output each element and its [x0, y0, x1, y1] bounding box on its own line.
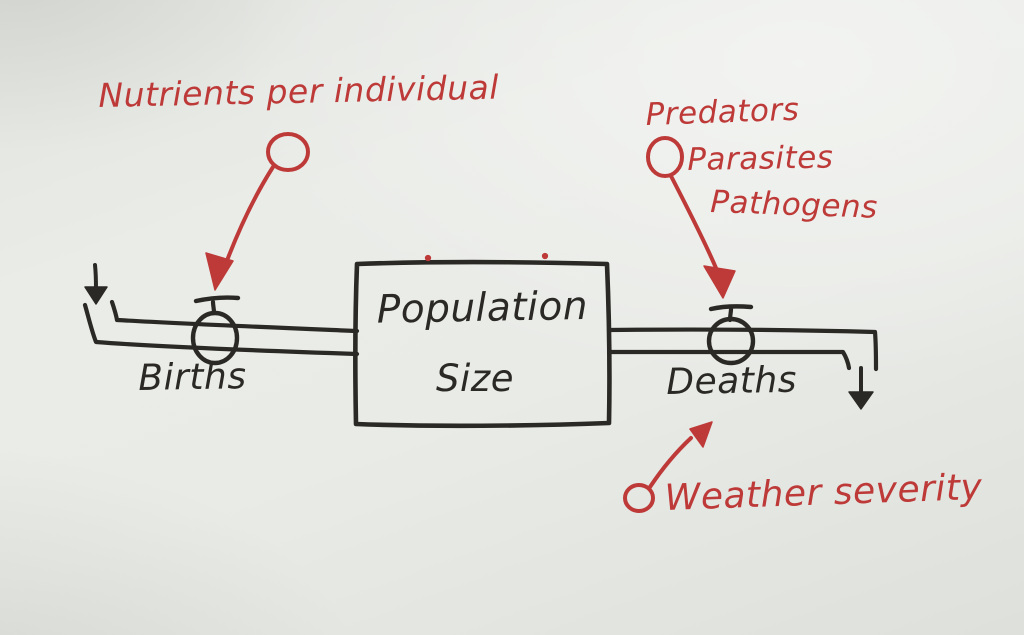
- pathogens-label: Pathogens: [709, 184, 879, 226]
- stock-box: [353, 259, 612, 429]
- weather-circle-icon: [623, 483, 655, 513]
- predators-connector: [646, 136, 736, 299]
- births-valve-icon: [190, 295, 241, 366]
- inflow-pipe: [82, 299, 360, 357]
- weather-connector: [623, 421, 713, 513]
- weather-arrowhead-icon: [689, 421, 713, 448]
- births-label: Births: [138, 356, 247, 399]
- outflow-pipe: [606, 327, 879, 372]
- nutrients-connector: [205, 132, 310, 291]
- stock-label-line2: Size: [436, 357, 514, 400]
- stock-label-line1: Population: [376, 283, 589, 333]
- nutrients-circle-icon: [266, 132, 310, 172]
- predators-arrowhead-icon: [703, 265, 736, 299]
- predators-label: Predators: [645, 91, 800, 133]
- deaths-valve-icon: [706, 304, 756, 366]
- sink-arrow-icon: [848, 366, 874, 410]
- parasites-label: Parasites: [687, 139, 834, 178]
- source-arrow-icon: [84, 263, 108, 305]
- ink-strokes: [82, 259, 879, 429]
- marker-strokes: [205, 132, 736, 513]
- predators-circle-icon: [646, 136, 684, 178]
- deaths-label: Deaths: [666, 359, 798, 403]
- nutrients-arrowhead-icon: [205, 252, 234, 291]
- pen-specks: [424, 252, 549, 262]
